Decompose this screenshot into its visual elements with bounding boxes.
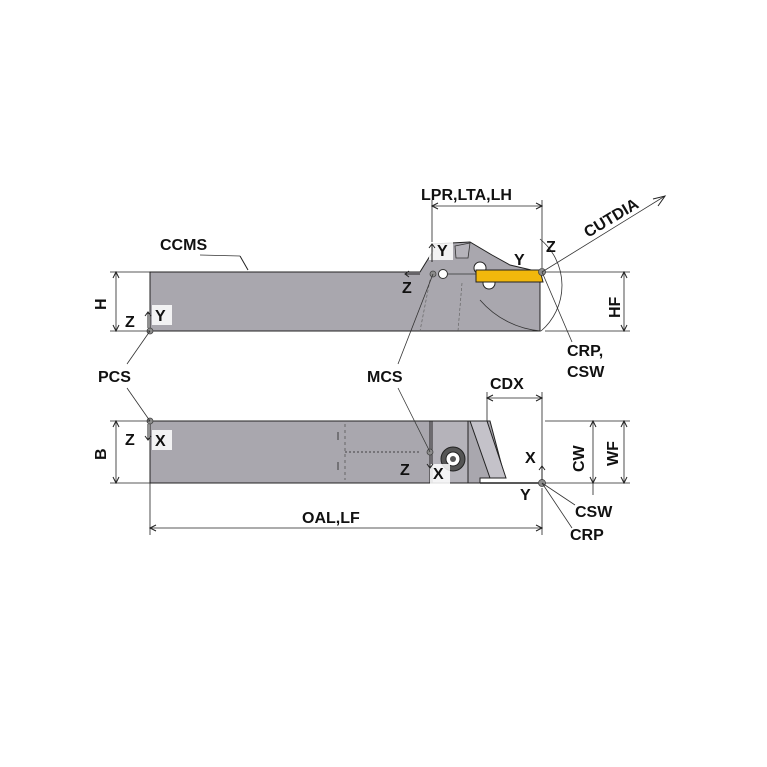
csw-side-leader bbox=[541, 482, 576, 506]
mcs-top-z-label: Z bbox=[402, 280, 412, 297]
mcs-side-x-label: X bbox=[433, 466, 444, 483]
crp-side-y-label: Y bbox=[520, 487, 531, 504]
top-axis-bg-1 bbox=[429, 240, 453, 260]
dim-b bbox=[110, 419, 150, 485]
ccms-label: CCMS bbox=[160, 237, 207, 254]
pcs-side-x-label: X bbox=[155, 433, 166, 450]
dim-cw-wf bbox=[545, 419, 630, 495]
pcs-label: PCS bbox=[98, 369, 131, 386]
dim-cw-label: CW bbox=[571, 444, 588, 472]
pcs-top-z-label: Z bbox=[125, 314, 135, 331]
crp-top-leader bbox=[541, 271, 573, 343]
top-view bbox=[146, 238, 563, 335]
top-hidden-line-2 bbox=[457, 282, 463, 332]
top-insert bbox=[475, 269, 544, 283]
pcs-top-y-label: Y bbox=[155, 308, 166, 325]
pcs-leader-bottom bbox=[126, 387, 151, 422]
mcs-side-arrow-x bbox=[426, 455, 434, 469]
mcs-side-axis-bg bbox=[430, 464, 450, 484]
crp-side-x-label: X bbox=[525, 450, 536, 467]
pcs-leader-top bbox=[126, 330, 151, 365]
dim-lpr-label: LPR,LTA,LH bbox=[421, 187, 512, 204]
top-clamp bbox=[454, 242, 471, 259]
crp-top-label-1: CRP, bbox=[567, 343, 603, 360]
top-arrow-z bbox=[404, 270, 420, 278]
top-hidden-line bbox=[419, 279, 431, 332]
ccms-leader bbox=[199, 254, 241, 257]
dim-b-label: B bbox=[93, 448, 110, 460]
csw-side-label: CSW bbox=[575, 504, 613, 521]
mcs-label: MCS bbox=[367, 369, 403, 386]
crp-top-z-label: Z bbox=[546, 239, 556, 256]
dim-h-label: H bbox=[93, 298, 110, 310]
crp-top-label-2: CSW bbox=[567, 364, 605, 381]
cutdia-arc-2 bbox=[479, 299, 542, 332]
mcs-leader-top bbox=[397, 273, 434, 365]
dim-hf bbox=[545, 270, 630, 333]
side-blade bbox=[469, 420, 507, 479]
crp-side-label: CRP bbox=[570, 527, 604, 544]
dim-hf-label: HF bbox=[607, 296, 624, 318]
top-arrow-y bbox=[428, 243, 436, 262]
dim-lpr bbox=[430, 200, 544, 268]
pcs-top-axis-bg bbox=[152, 305, 172, 325]
dim-oal-label: OAL,LF bbox=[302, 510, 360, 527]
crp-side-leader bbox=[541, 482, 573, 529]
pcs-side-axis-bg bbox=[152, 430, 172, 450]
dim-cdx bbox=[485, 392, 544, 480]
dim-oal bbox=[148, 483, 544, 535]
pcs-arrow-y bbox=[144, 311, 152, 328]
dim-wf-label: WF bbox=[605, 441, 622, 466]
side-screw-core bbox=[450, 456, 456, 462]
mcs-leader-bottom bbox=[397, 387, 431, 453]
mcs-side-z-label: Z bbox=[400, 462, 410, 479]
dim-h bbox=[110, 270, 150, 333]
cutdia-label: CUTDIA bbox=[581, 195, 642, 241]
side-ticks bbox=[337, 432, 420, 470]
side-view bbox=[146, 417, 546, 487]
ccms-leader-arrow bbox=[239, 255, 249, 271]
pcs-side-arrow-z bbox=[144, 424, 152, 441]
dim-cdx-label: CDX bbox=[490, 376, 524, 393]
mcs-top-y-label: Y bbox=[437, 243, 448, 260]
cutdia-leader bbox=[541, 195, 667, 273]
pcs-side-z-label: Z bbox=[125, 432, 135, 449]
mcs-top-ring bbox=[438, 269, 448, 279]
crp-top-y-label: Y bbox=[514, 252, 525, 269]
cutdia-arc bbox=[539, 238, 563, 332]
top-shank-body bbox=[149, 241, 541, 332]
